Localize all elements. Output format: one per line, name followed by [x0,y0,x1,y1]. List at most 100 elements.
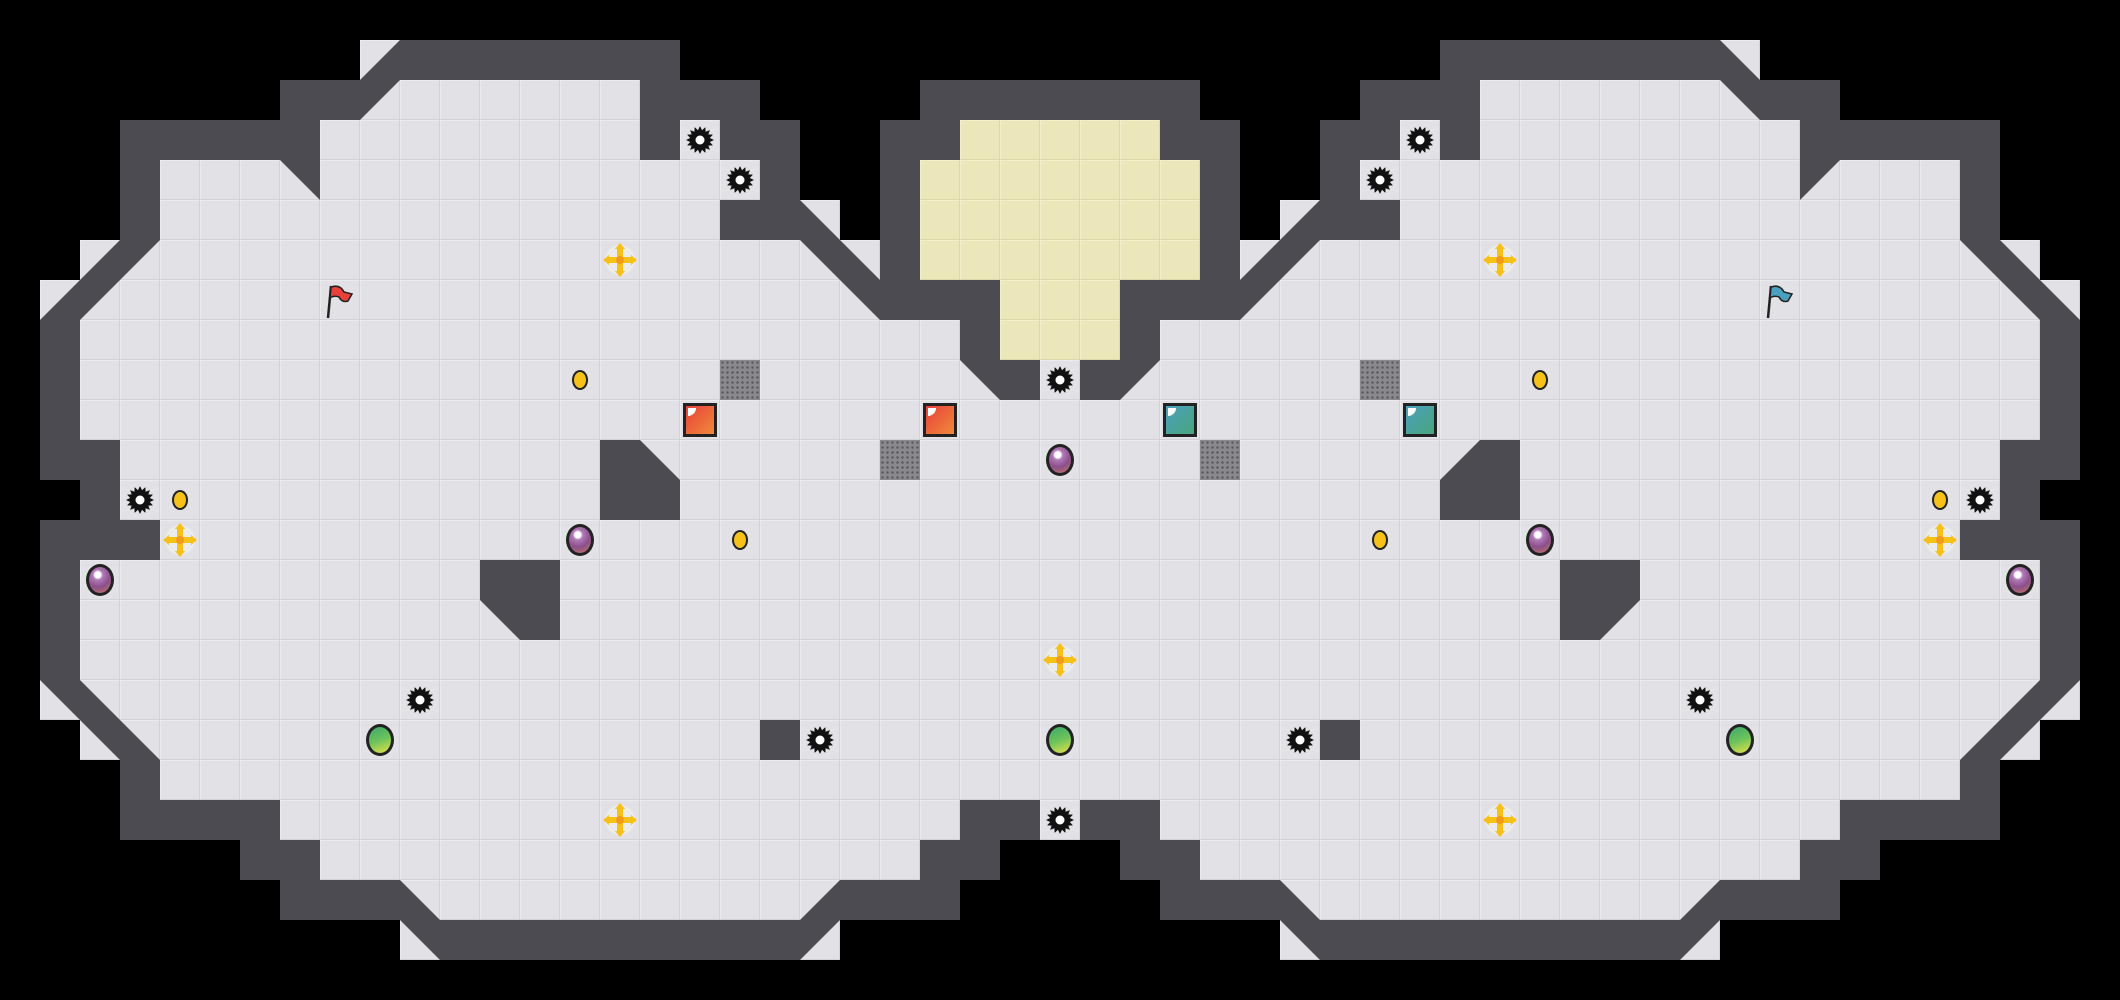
coin-shape [1532,370,1548,390]
wall-triangle [1280,880,1320,920]
diagonal-wall-tile [2000,720,2040,760]
floor-tile [560,200,600,240]
floor-tile [1400,880,1440,920]
wall-tile [40,640,80,680]
wall-tile [640,920,680,960]
floor-tile [1840,280,1880,320]
floor-tile [360,440,400,480]
floor-tile [360,160,400,200]
floor-tile [880,680,920,720]
boost-icon [1040,640,1080,680]
diagonal-wall-tile [640,440,680,480]
floor-tile [400,200,440,240]
floor-tile [1480,160,1520,200]
floor-tile [400,320,440,360]
floor-tile [160,360,200,400]
floor-tile [1200,840,1240,880]
floor-tile [320,120,360,160]
floor-tile [1320,320,1360,360]
floor-tile [1400,160,1440,200]
floor-tile [1200,680,1240,720]
floor-tile [1240,600,1280,640]
wall-tile [520,560,560,600]
floor-tile [1240,720,1280,760]
floor-tile [840,680,880,720]
floor-tile [240,720,280,760]
floor-tile [880,320,920,360]
floor-tile [720,600,760,640]
floor-tile [640,200,680,240]
floor-tile [1000,440,1040,480]
floor-tile [920,760,960,800]
floor-tile [1600,280,1640,320]
floor-tile [1920,760,1960,800]
floor-tile [1040,480,1080,520]
wall-triangle [480,600,520,640]
floor-tile [240,640,280,680]
wall-tile [1760,880,1800,920]
spike-icon [1960,480,2000,520]
floor-tile [1720,600,1760,640]
bomb-shape [2006,564,2034,596]
red-flag-icon[interactable] [320,280,360,320]
endzone-tile [1040,240,1080,280]
floor-tile [1480,560,1520,600]
floor-tile [1440,680,1480,720]
floor-tile [1440,760,1480,800]
floor-tile [240,680,280,720]
floor-tile [1280,480,1320,520]
floor-tile [240,520,280,560]
floor-tile [600,360,640,400]
floor-tile [520,200,560,240]
wall-tile [1480,40,1520,80]
wall-tile [280,80,320,120]
floor-tile [680,360,720,400]
floor-tile [320,560,360,600]
floor-tile [600,600,640,640]
floor-tile [640,400,680,440]
floor-tile [680,880,720,920]
floor-tile [600,120,640,160]
floor-tile [1600,640,1640,680]
wall-tile [760,120,800,160]
blue-flag-icon[interactable] [1760,280,1800,320]
wall-tile [1440,120,1480,160]
floor-tile [560,720,600,760]
floor-tile [360,760,400,800]
floor-tile [640,320,680,360]
floor-tile [1520,480,1560,520]
floor-tile [1600,520,1640,560]
floor-tile [1800,680,1840,720]
wall-tile [960,320,1000,360]
floor-tile [560,680,600,720]
floor-tile [520,440,560,480]
floor-tile [1920,240,1960,280]
floor-tile [800,320,840,360]
wall-tile [40,360,80,400]
wall-tile [1320,120,1360,160]
diagonal-wall-tile [1600,600,1640,640]
diagonal-wall-tile [2000,280,2040,320]
floor-tile [560,640,600,680]
wall-tile [1160,880,1200,920]
diagonal-wall-tile [360,80,400,120]
floor-tile [1400,200,1440,240]
floor-tile [1920,320,1960,360]
wall-tile [520,920,560,960]
floor-tile [1680,360,1720,400]
wall-tile [1920,800,1960,840]
floor-tile [1000,480,1040,520]
wall-tile [200,800,240,840]
floor-tile [1600,840,1640,880]
floor-tile [1400,520,1440,560]
floor-tile [880,800,920,840]
floor-tile [1080,760,1120,800]
boost-icon [1480,240,1520,280]
floor-tile [1200,800,1240,840]
floor-tile [520,280,560,320]
endzone-tile [1040,160,1080,200]
floor-tile [80,640,120,680]
floor-tile [680,440,720,480]
floor-tile [80,600,120,640]
floor-tile [1320,840,1360,880]
